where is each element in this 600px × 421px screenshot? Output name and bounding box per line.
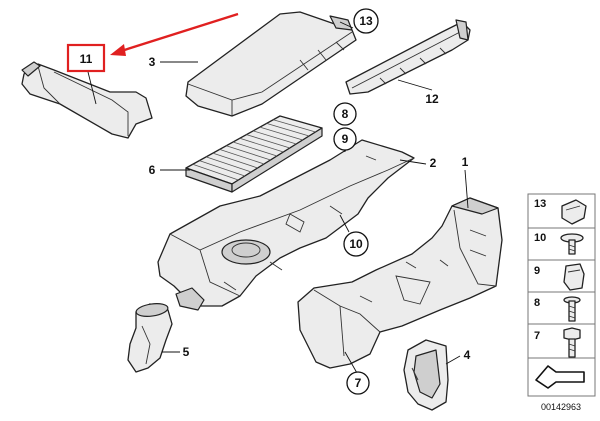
- legend-label-8: 8: [534, 297, 540, 309]
- filter-pleat: [273, 119, 316, 133]
- callout-9-ring: [333, 127, 357, 151]
- hardware-legend: 13 10 9 8 7: [527, 193, 596, 412]
- catalog-number: 00142963: [541, 402, 581, 412]
- callouts: 11 3 13 12 8 9 6 2 1 10 5 4 7: [80, 8, 471, 395]
- orientation-arrow-icon: [535, 365, 585, 389]
- legend-label-9: 9: [534, 265, 540, 277]
- highlight-arrow: [117, 12, 239, 54]
- part-6-filter-element: [185, 115, 323, 193]
- part-4-flange: [403, 339, 449, 411]
- filter-pleat: [259, 126, 303, 141]
- callout-2: 2: [430, 156, 437, 170]
- part-2-lower-housing: [157, 139, 415, 311]
- filter-pleat: [266, 123, 310, 137]
- part-5-elbow: [127, 303, 173, 373]
- callout-11: 11: [80, 52, 93, 66]
- filter-pleat: [232, 141, 278, 157]
- highlight-arrowhead: [110, 44, 126, 56]
- part-3-filter-cover: [185, 11, 357, 117]
- callout-1: 1: [462, 155, 469, 169]
- callout-10: 10: [349, 237, 363, 251]
- callout-7-ring: [346, 371, 370, 395]
- washer-screw-icon: [560, 233, 584, 255]
- filter-pleat: [246, 134, 290, 149]
- legend-label-7: 7: [534, 330, 540, 342]
- clip-icon: [561, 199, 587, 225]
- grommet-icon: [563, 263, 585, 291]
- callout-8-ring: [333, 102, 357, 126]
- legend-label-10: 10: [534, 232, 546, 244]
- filter-pleat: [219, 149, 265, 165]
- callout-3: 3: [149, 55, 156, 69]
- screw-icon: [563, 296, 581, 322]
- part-11-inlet-duct: [21, 61, 153, 139]
- filter-pleat: [226, 145, 271, 161]
- part-1-resonator: [297, 197, 503, 369]
- callout-13: 13: [359, 14, 373, 28]
- filter-pleat: [212, 152, 258, 169]
- part-12-bracket: [345, 19, 471, 95]
- callout-5: 5: [183, 345, 190, 359]
- filter-pleat: [199, 160, 245, 177]
- callout-8: 8: [342, 107, 349, 121]
- filter-pleat: [239, 137, 284, 153]
- filter-pleat: [206, 156, 252, 173]
- leader-lines: [87, 21, 469, 374]
- filter-pleat: [192, 163, 239, 181]
- callout-7: 7: [355, 376, 362, 390]
- callout-12: 12: [425, 92, 439, 106]
- callout-9: 9: [342, 132, 349, 146]
- callout-6: 6: [149, 163, 156, 177]
- legend-label-13: 13: [534, 198, 546, 210]
- callout-13-ring: [353, 8, 379, 34]
- filter-pleat: [253, 130, 297, 145]
- highlight-box: [66, 43, 106, 73]
- hex-bolt-icon: [563, 327, 581, 358]
- callout-10-ring: [343, 231, 369, 257]
- callout-4: 4: [464, 348, 471, 362]
